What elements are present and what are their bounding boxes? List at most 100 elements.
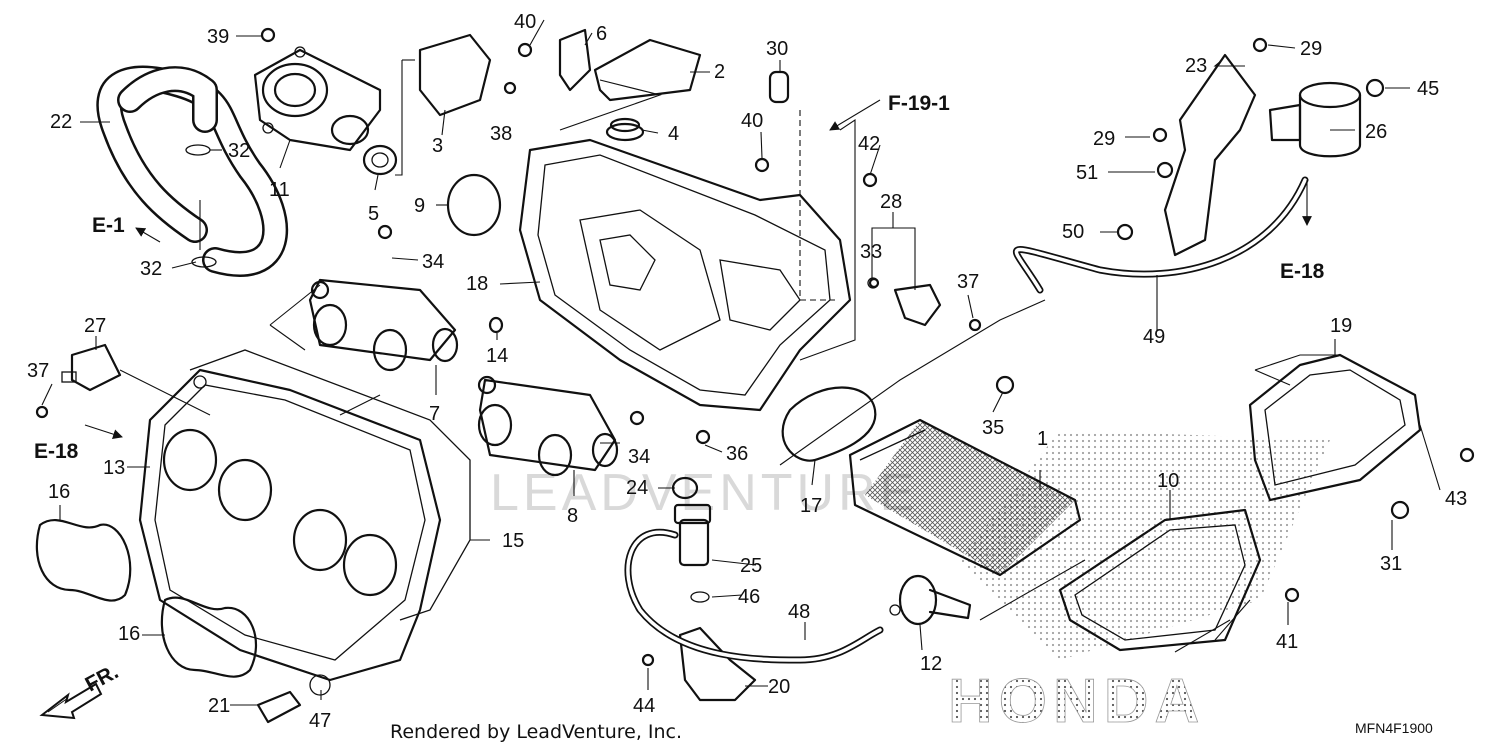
callout-number: 29 — [1093, 128, 1115, 150]
callout-number: 23 — [1185, 55, 1207, 77]
washer — [488, 316, 504, 334]
callout-number: 48 — [788, 601, 810, 623]
callout-number: 32 — [228, 140, 250, 162]
callout-number: 19 — [1330, 315, 1352, 337]
canister-bracket — [1163, 53, 1257, 257]
honda-logo: HONDA — [948, 667, 1205, 736]
callout-number: 35 — [982, 417, 1004, 439]
element-seal — [781, 386, 877, 462]
funnel-gasket-b — [160, 596, 258, 678]
grommet — [362, 144, 398, 176]
callout-number: 42 — [858, 133, 880, 155]
callout-number: 25 — [740, 555, 762, 577]
callout-number: 8 — [567, 505, 578, 527]
callout-number: 49 — [1143, 326, 1165, 348]
callout-number: 43 — [1445, 488, 1467, 510]
callout-number: 16 — [48, 481, 70, 503]
callout-number: 2 — [714, 61, 725, 83]
callout-number: 29 — [1300, 38, 1322, 60]
callout-number: 34 — [628, 446, 650, 468]
callout-number: 16 — [118, 623, 140, 645]
callout-number: 28 — [880, 191, 902, 213]
ref-label-e18-left: E-18 — [34, 440, 79, 463]
callout-number: 14 — [486, 345, 508, 367]
intake-temp-sensor — [61, 343, 122, 392]
air-duct — [593, 38, 702, 102]
callout-number: 7 — [429, 403, 440, 425]
callout-number: 27 — [84, 315, 106, 337]
duct-bracket — [558, 28, 592, 92]
side-cover — [1248, 353, 1422, 502]
collar — [768, 70, 790, 104]
rendered-by-credit: Rendered by LeadVenture, Inc. — [390, 721, 682, 743]
intake-funnel-lower — [477, 375, 619, 477]
lower-duct — [1058, 508, 1262, 652]
intake-funnel-upper — [308, 278, 459, 372]
callout-number: 32 — [140, 258, 162, 280]
callout-number: 40 — [514, 11, 536, 33]
upper-housing — [518, 138, 852, 412]
valve-bracket — [678, 626, 757, 702]
callout-number: 40 — [741, 110, 763, 132]
intake-cover — [418, 33, 492, 117]
callout-number: 33 — [860, 241, 882, 263]
diagram-code: MFN4F1900 — [1355, 720, 1433, 736]
check-valve — [867, 277, 942, 327]
callout-number: 3 — [432, 135, 443, 157]
vacuum-tube — [626, 530, 882, 662]
callout-number: 31 — [1380, 553, 1402, 575]
callout-number: 39 — [207, 26, 229, 48]
vacuum-actuator — [889, 574, 972, 626]
callout-number: 22 — [50, 111, 72, 133]
callout-number: 41 — [1276, 631, 1298, 653]
callout-number: 50 — [1062, 221, 1084, 243]
callout-number: 4 — [668, 123, 679, 145]
callout-number: 17 — [800, 495, 822, 517]
part-callouts: 1 2 3 4 5 6 7 8 9 10 11 12 13 14 15 16 1… — [27, 11, 1467, 732]
callout-number: 26 — [1365, 121, 1387, 143]
callout-number: 1 — [1037, 428, 1048, 450]
callout-number: 12 — [920, 653, 942, 675]
callout-number: 37 — [27, 360, 49, 382]
valve-washer — [690, 591, 710, 603]
solenoid-valve — [673, 503, 712, 567]
air-filter-element — [848, 418, 1082, 577]
callout-number: 11 — [269, 179, 290, 201]
callout-number: 37 — [957, 271, 979, 293]
callout-number: 15 — [502, 530, 524, 552]
callout-number: 46 — [738, 586, 760, 608]
callout-number: 24 — [626, 477, 648, 499]
callout-number: 34 — [422, 251, 444, 273]
callout-number: 6 — [596, 23, 607, 45]
callout-number: 47 — [309, 710, 331, 732]
callout-number: 20 — [768, 676, 790, 698]
funnel-gasket-a — [35, 519, 132, 602]
callout-number: 38 — [490, 123, 512, 145]
callout-number: 21 — [208, 695, 230, 717]
callout-number: 45 — [1417, 78, 1439, 100]
housing-seal — [189, 349, 471, 621]
ref-label-e18-right: E-18 — [1280, 260, 1325, 283]
callout-number: 30 — [766, 38, 788, 60]
ref-label-f19: F-19-1 — [888, 92, 950, 115]
intake-duct — [253, 46, 382, 152]
callout-number: 13 — [103, 457, 125, 479]
callout-number: 5 — [368, 203, 379, 225]
callout-number: 10 — [1157, 470, 1179, 492]
drain-plug — [605, 117, 645, 142]
breather-hose — [96, 65, 289, 277]
callout-number: 51 — [1076, 162, 1098, 184]
drain-clip — [309, 674, 331, 696]
front-direction-arrow — [39, 682, 103, 720]
canister — [1268, 81, 1362, 158]
drain-tube — [256, 690, 302, 724]
leader-lines — [41, 19, 1441, 706]
canister-hose — [1014, 178, 1307, 292]
o-ring — [446, 173, 502, 237]
callout-number: 36 — [726, 443, 748, 465]
ref-label-e1: E-1 — [92, 214, 125, 237]
callout-number: 9 — [414, 195, 425, 217]
lower-housing — [138, 368, 442, 682]
